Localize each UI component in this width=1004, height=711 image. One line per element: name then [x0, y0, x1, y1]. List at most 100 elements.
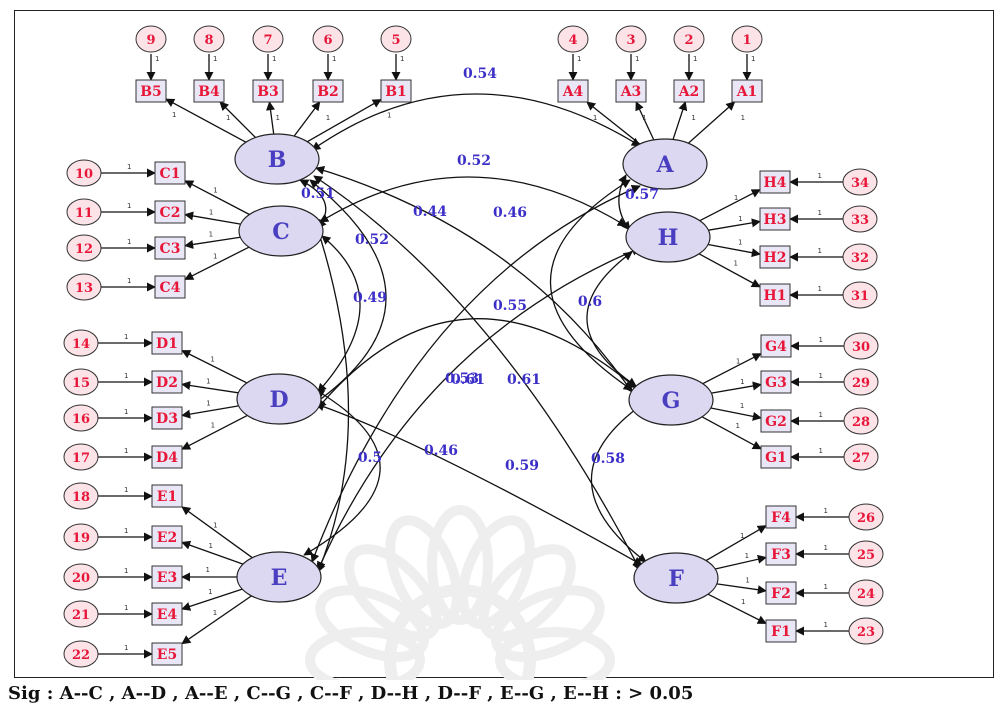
error-label: 31 [851, 289, 869, 304]
latent-label: F [668, 566, 684, 592]
watermark-emblem [305, 505, 615, 680]
error-loading-mark: 1 [824, 544, 828, 552]
error-loading-mark: 1 [824, 507, 828, 515]
covariance-label-c-h: 0.52 [457, 153, 491, 169]
error-loading-mark: 1 [124, 333, 128, 341]
covariance-label-d-g: 0.53 [445, 371, 479, 387]
loading-arrow-g2 [710, 407, 762, 421]
indicator-box-e1 [151, 484, 183, 508]
error-loading-mark: 1 [819, 447, 823, 455]
error-label: 24 [857, 587, 875, 602]
covariance-label-a-h: 0.57 [625, 187, 659, 203]
indicator-box-c4 [154, 275, 186, 299]
error-loading-mark: 1 [693, 55, 697, 63]
indicator-label: C4 [160, 280, 181, 296]
error-label: 18 [72, 490, 90, 505]
loading-arrow-c1 [184, 180, 250, 216]
loading-arrow-c4 [184, 246, 250, 281]
error-label: 1 [742, 33, 751, 48]
error-label: 11 [75, 206, 93, 221]
error-label: 7 [263, 33, 272, 48]
indicator-label: D2 [156, 375, 178, 391]
error-loading-mark: 1 [819, 372, 823, 380]
loading-arrow-f2 [716, 583, 767, 595]
error-loading-mark: 1 [127, 163, 131, 171]
latent-label: A [655, 152, 674, 178]
loading-arrow-b3 [266, 101, 276, 135]
indicator-label: B1 [385, 84, 407, 100]
error-label: 15 [72, 376, 90, 391]
covariance-label-c-d: 0.52 [355, 232, 389, 248]
latent-f [633, 552, 719, 604]
covariance-label-b-d: 0.49 [353, 290, 387, 306]
indicator-label: D4 [156, 450, 178, 466]
covariance-layer [299, 93, 647, 573]
loading-mark: 1 [213, 609, 217, 617]
error-label: 23 [857, 625, 875, 640]
error-term-27 [843, 443, 879, 471]
error-label: 26 [857, 511, 875, 526]
indicator-box-c2 [154, 200, 186, 224]
loading-mark: 1 [642, 114, 646, 122]
covariance-label-b-g: 0.44 [413, 204, 447, 220]
loading-arrow-g4 [702, 353, 762, 385]
loading-layer: 1111111111111111111111111111111111111111… [96, 54, 851, 659]
indicator-label: A2 [678, 84, 700, 100]
indicator-label: E4 [157, 607, 178, 623]
indicator-label: B2 [317, 84, 339, 100]
loading-mark: 1 [387, 112, 391, 120]
error-term-32 [842, 243, 878, 271]
latent-g [628, 374, 714, 426]
loading-arrow-h3 [708, 218, 761, 231]
error-label: 33 [851, 213, 869, 228]
loading-arrow-a2 [672, 101, 688, 140]
indicator-label: B5 [140, 84, 162, 100]
indicator-box-a4 [557, 79, 589, 103]
loading-arrow-d4 [181, 414, 248, 450]
indicator-label: G2 [765, 414, 787, 430]
indicator-box-h2 [759, 245, 791, 269]
error-loading-mark: 1 [127, 238, 131, 246]
indicator-box-d3 [151, 406, 183, 430]
error-loading-mark: 1 [818, 209, 822, 217]
error-label: 9 [146, 33, 155, 48]
error-loading-mark: 1 [124, 372, 128, 380]
error-label: 3 [626, 33, 635, 48]
error-term-17 [63, 443, 99, 471]
loading-arrow-d2 [181, 381, 239, 394]
indicator-box-f2 [765, 581, 797, 605]
error-term-5 [380, 25, 412, 53]
indicator-box-e3 [151, 565, 183, 589]
error-term-15 [63, 368, 99, 396]
loading-mark: 1 [738, 215, 742, 223]
loading-arrow-h1 [698, 253, 761, 288]
error-label: 25 [857, 548, 875, 563]
error-loading-mark: 1 [818, 285, 822, 293]
error-term-25 [848, 540, 884, 568]
error-loading-mark: 1 [577, 55, 581, 63]
loading-arrow-c2 [184, 211, 241, 225]
indicator-box-g4 [760, 334, 792, 358]
loading-mark: 1 [326, 114, 330, 122]
indicator-label: F3 [771, 547, 791, 563]
loading-mark: 1 [172, 111, 176, 119]
error-loading-mark: 1 [124, 527, 128, 535]
covariance-label-d-f: 0.59 [505, 458, 539, 474]
error-loading-mark: 1 [400, 55, 404, 63]
loading-mark: 1 [741, 598, 745, 606]
error-loading-mark: 1 [818, 247, 822, 255]
latent-h [625, 211, 711, 263]
error-loading-mark: 1 [635, 55, 639, 63]
covariance-label-a-g: 0.46 [493, 205, 527, 221]
error-label: 12 [75, 242, 93, 257]
indicator-label: C3 [160, 241, 181, 257]
error-label: 8 [204, 33, 213, 48]
loading-mark: 1 [734, 194, 738, 202]
indicator-box-d2 [151, 370, 183, 394]
indicator-box-g2 [760, 409, 792, 433]
latent-c [238, 205, 324, 257]
covariance-b-a [311, 93, 641, 151]
indicator-box-e4 [151, 602, 183, 626]
error-term-11 [66, 198, 102, 226]
latent-label: C [272, 219, 290, 245]
